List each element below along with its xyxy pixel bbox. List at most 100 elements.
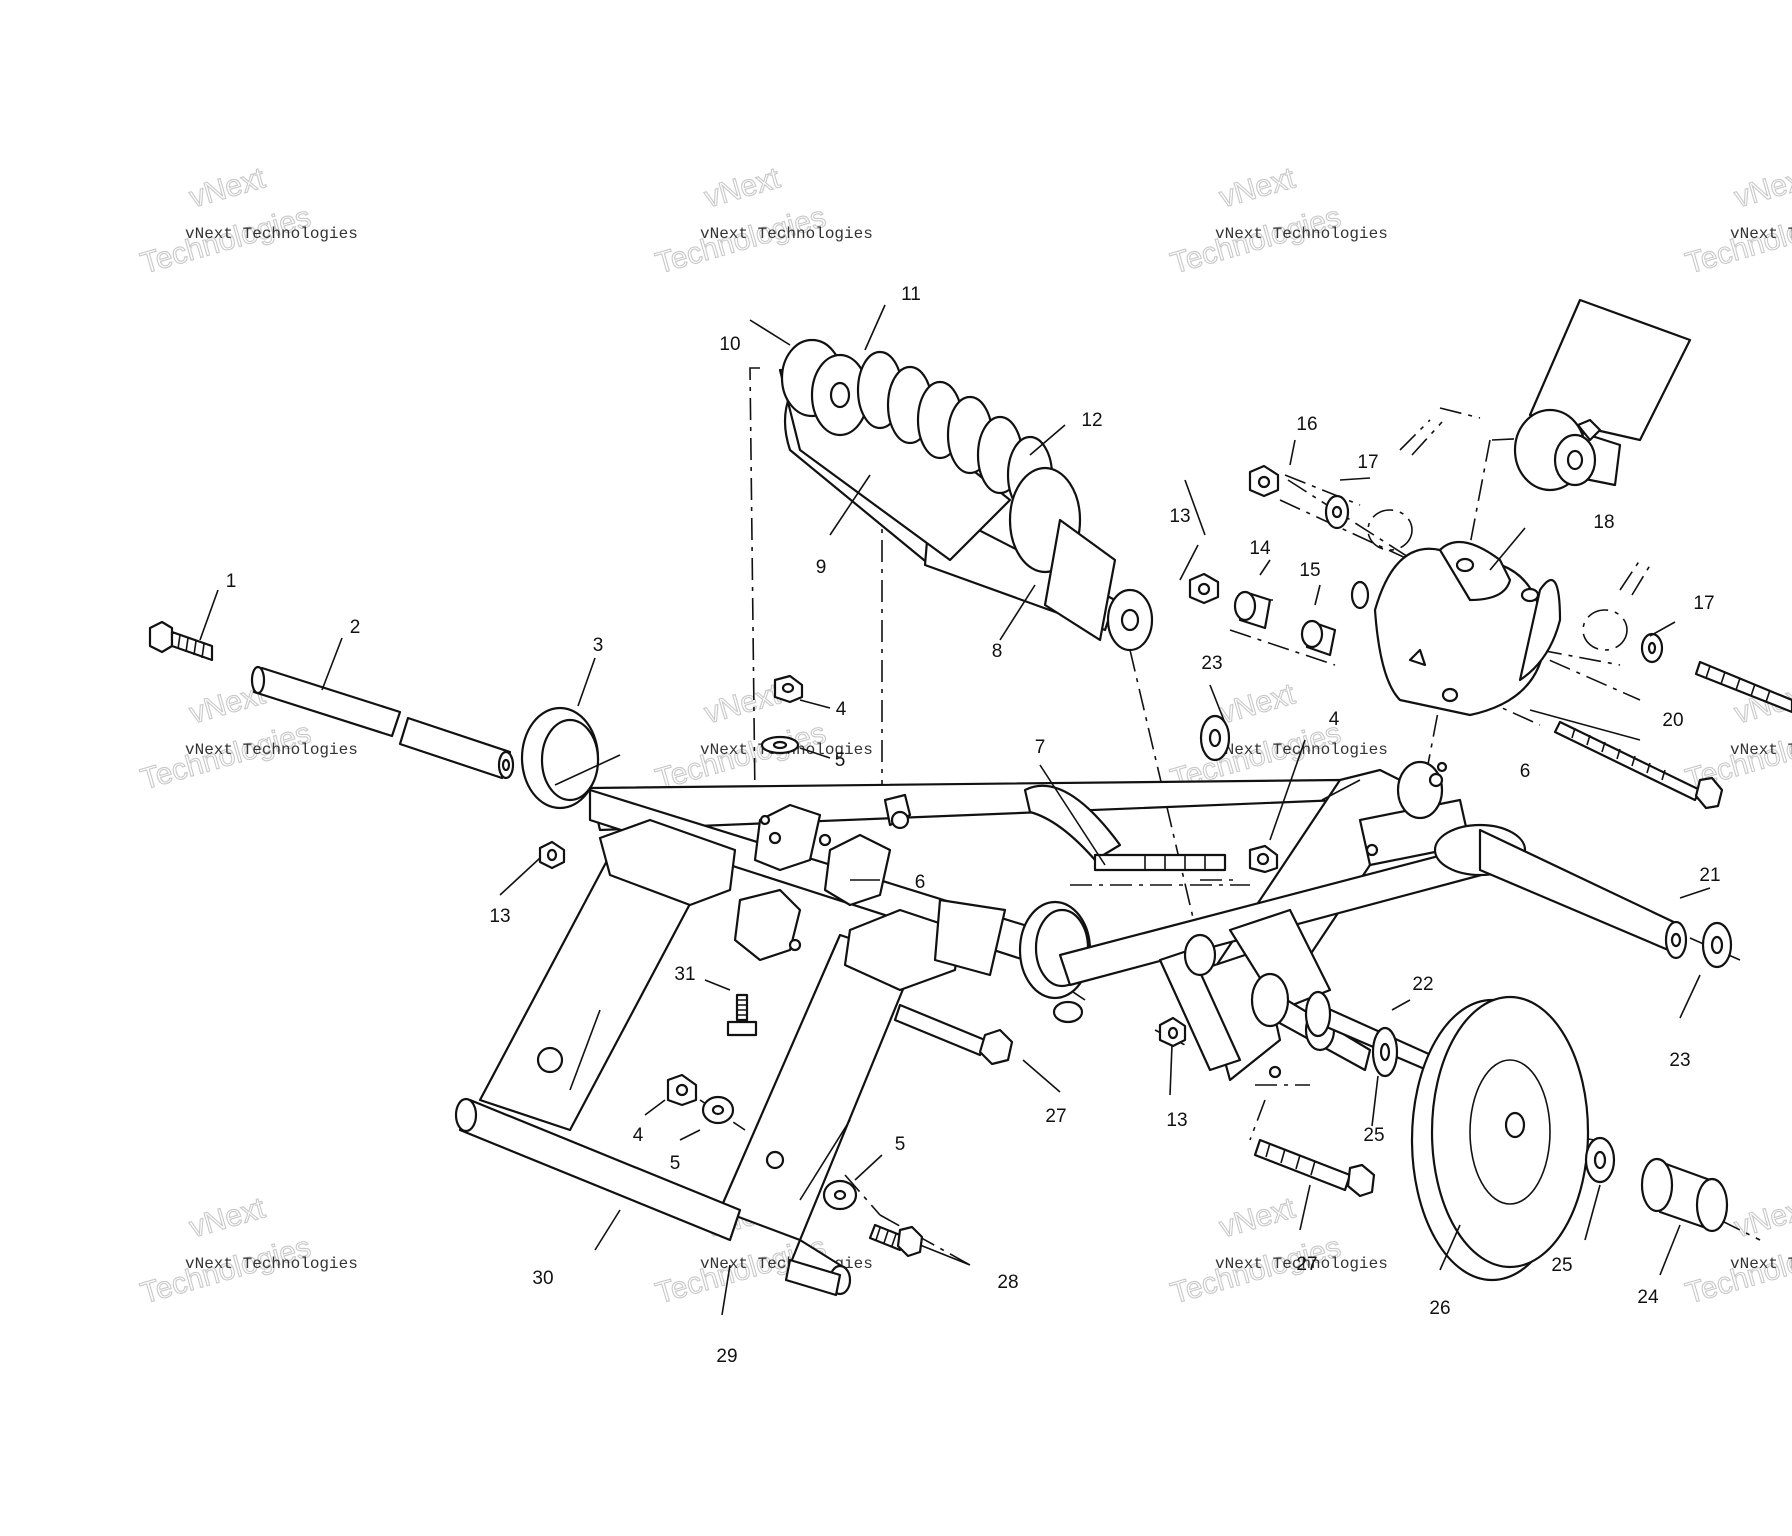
guide-line	[1539, 649, 1621, 666]
watermark: vNext Technologies vNext Technologies	[1167, 1191, 1388, 1311]
watermark: vNext Technologies vNext Technologies	[137, 161, 358, 281]
callout-8: 8	[992, 641, 1003, 662]
guide-line	[1719, 1219, 1761, 1241]
callout-16: 16	[1296, 414, 1317, 435]
callout-27: 27	[1045, 1106, 1066, 1127]
washer-part-23	[1199, 714, 1231, 762]
spacer-part-24	[1640, 1157, 1729, 1233]
callout-29: 29	[716, 1346, 737, 1367]
guide-line	[1689, 937, 1741, 961]
guide-line	[1491, 437, 1533, 441]
callout-24: 24	[1637, 1287, 1659, 1308]
callout-25: 25	[1551, 1255, 1572, 1276]
callout-25: 25	[1363, 1125, 1384, 1146]
guide-line	[1229, 629, 1336, 666]
guide-line	[1439, 407, 1481, 419]
svg-text:vNext: vNext	[1731, 161, 1792, 214]
svg-text:vNext Technologies: vNext Technologies	[185, 1255, 358, 1273]
callout-6: 6	[915, 872, 926, 893]
svg-text:vNext Technologies: vNext Technologies	[700, 225, 873, 243]
callout-6: 6	[1520, 761, 1531, 782]
callout-9: 9	[816, 557, 827, 578]
callout-23: 23	[1201, 653, 1222, 674]
callout-7: 7	[1035, 737, 1046, 758]
wheel-part-26	[1410, 995, 1590, 1282]
callout-12: 12	[1081, 410, 1102, 431]
callout-21: 21	[1699, 865, 1720, 886]
guide-line	[844, 1174, 881, 1216]
callout-2: 2	[350, 617, 361, 638]
svg-text:vNext Technologies: vNext Technologies	[185, 225, 358, 243]
bolt-part-27	[893, 1003, 1014, 1066]
guide-line	[1284, 474, 1361, 506]
callout-22: 22	[1412, 974, 1433, 995]
bushing-ghost	[1367, 419, 1653, 651]
callout-leaders	[199, 304, 1711, 1316]
callout-13: 13	[1166, 1110, 1187, 1131]
shock-body-part-8	[1043, 518, 1154, 652]
watermark: vNext Technologies vNext Technologies	[652, 677, 873, 797]
callout-1: 1	[226, 571, 237, 592]
shaft-part-2	[250, 665, 515, 780]
shock-eye-part-10	[780, 338, 870, 437]
bolt-part-1	[148, 620, 214, 662]
callout-4: 4	[1329, 709, 1340, 730]
bolt-part-27	[1253, 1138, 1376, 1198]
callout-18: 18	[1593, 512, 1614, 533]
callout-5: 5	[835, 750, 846, 771]
watermark: vNext Technologies vNext Technologies	[652, 161, 873, 281]
callout-20: 20	[1662, 710, 1683, 731]
callout-17: 17	[1693, 593, 1714, 614]
washer-part-5	[822, 1179, 858, 1211]
spring-part-11	[856, 350, 1082, 574]
callout-11: 11	[901, 284, 921, 305]
spacer-part-15	[1300, 619, 1337, 657]
nut-part-13	[1188, 572, 1220, 605]
guide-line	[879, 1214, 971, 1266]
nut-part-13	[538, 840, 566, 870]
svg-text:vNext: vNext	[1731, 1191, 1792, 1244]
threaded-rod	[1694, 660, 1792, 714]
svg-text:vNext Technologies: vNext Technologies	[1215, 1255, 1388, 1273]
parts	[148, 298, 1792, 1297]
callout-10: 10	[719, 334, 740, 355]
guide-line	[749, 367, 760, 801]
callout-4: 4	[836, 699, 847, 720]
bolt-part-28	[868, 1223, 924, 1258]
callout-5: 5	[670, 1153, 681, 1174]
svg-text:vNext: vNext	[186, 1191, 269, 1244]
nut-part-4	[773, 674, 804, 704]
washer-part-17	[1324, 494, 1350, 530]
callout-3: 3	[593, 635, 604, 656]
svg-text:vNext: vNext	[186, 161, 269, 214]
svg-text:vNext Technologies: vNext Technologies	[1215, 225, 1388, 243]
callout-13: 13	[1169, 506, 1190, 527]
guide-line	[1279, 499, 1411, 561]
nut-part-4	[1248, 844, 1279, 874]
watermark: vNext Technologies vNext Technologies	[137, 1191, 358, 1311]
callout-31: 31	[674, 964, 695, 985]
callout-26: 26	[1429, 1298, 1450, 1319]
svg-text:vNext Technologies: vNext Technologies	[1730, 741, 1792, 759]
hook-bolt-part-7	[1023, 784, 1227, 872]
callout-14: 14	[1249, 538, 1271, 559]
nut-part-13	[1158, 1016, 1187, 1048]
callout-28: 28	[997, 1272, 1018, 1293]
washer-part-25	[1584, 1136, 1616, 1184]
svg-text:vNext: vNext	[701, 161, 784, 214]
callout-27: 27	[1296, 1254, 1317, 1275]
callout-13: 13	[489, 906, 510, 927]
callout-5: 5	[895, 1134, 906, 1155]
washer-part-5	[760, 735, 800, 755]
spacer-part-14	[1233, 590, 1272, 630]
bolt-part-31	[726, 993, 758, 1037]
washer-part-23	[1701, 921, 1733, 969]
washer-part-25	[1371, 1026, 1399, 1078]
svg-text:vNext: vNext	[1216, 161, 1299, 214]
stud-part-29	[784, 1258, 842, 1297]
svg-text:vNext Technologies: vNext Technologies	[185, 741, 358, 759]
washer-part-17	[1640, 632, 1664, 664]
watermark: vNext Technologies vNext Technologies	[1167, 161, 1388, 281]
svg-text:vNext Technologies: vNext Technologies	[1730, 225, 1792, 243]
